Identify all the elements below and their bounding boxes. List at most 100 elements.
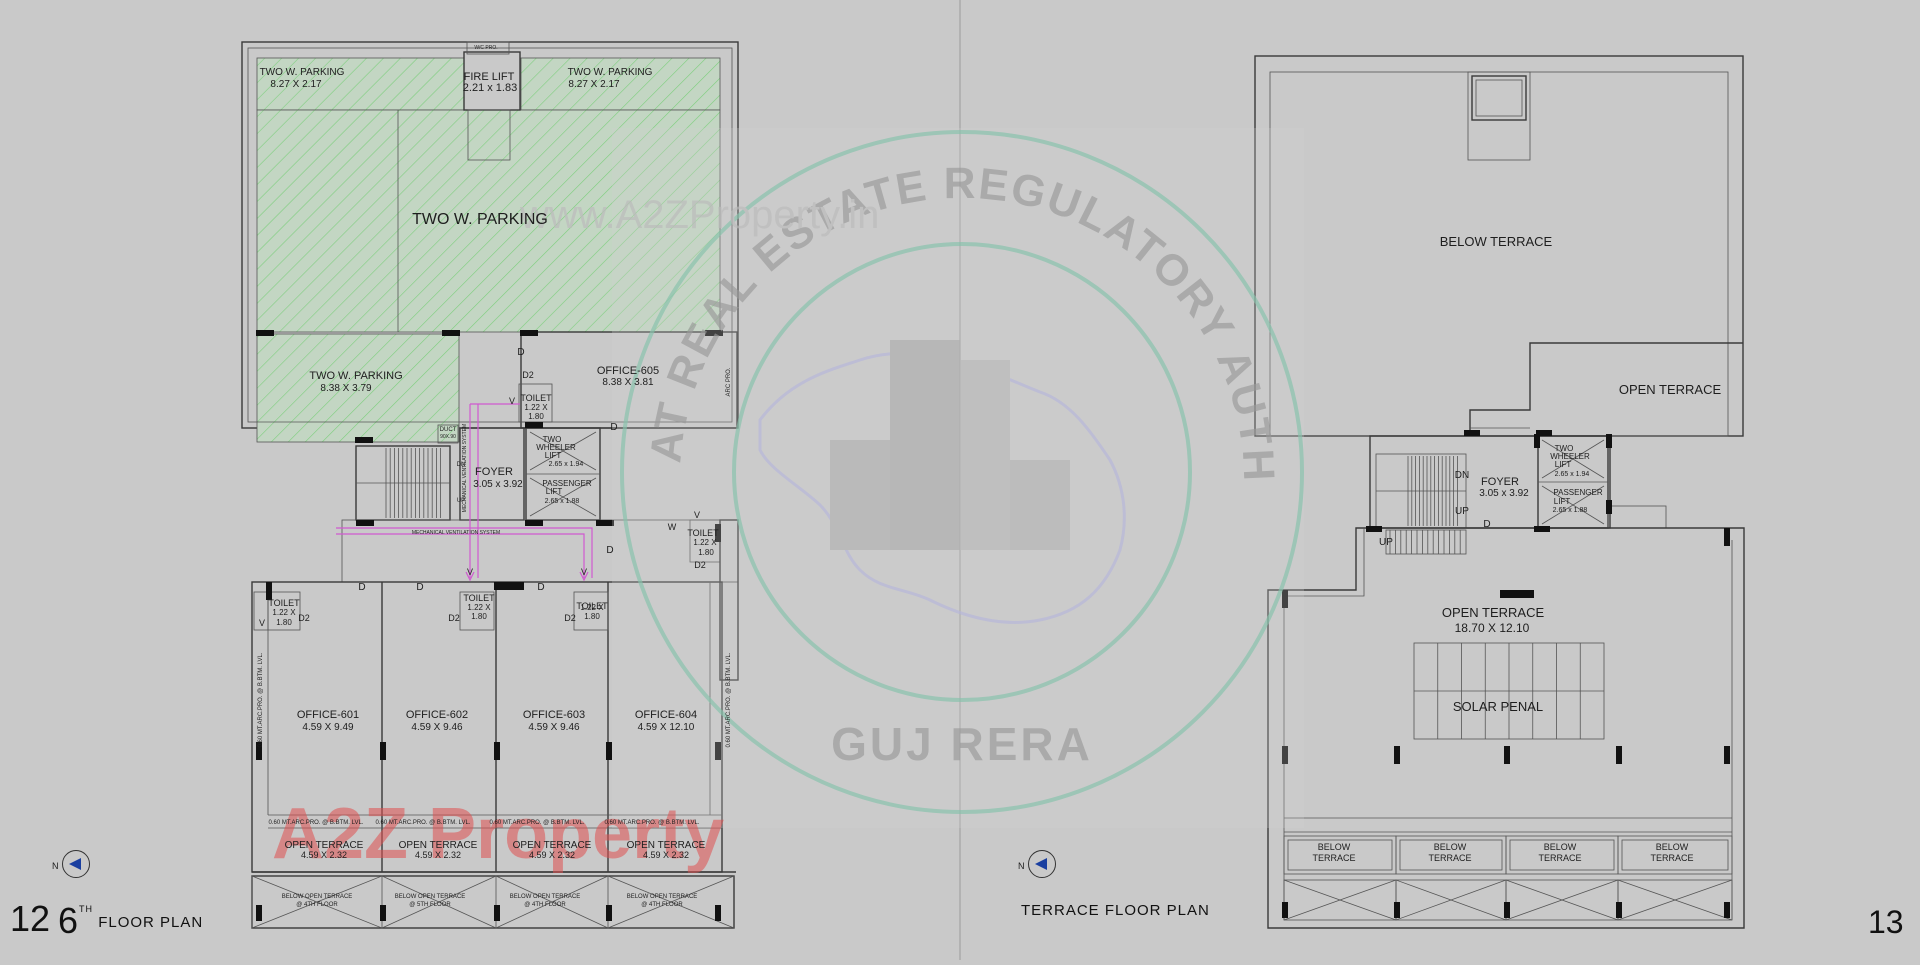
- toilet-602-dims-b: 1.80: [471, 612, 487, 621]
- door2-marker: D2: [522, 370, 534, 380]
- door2-marker: D2: [448, 613, 460, 623]
- mech-vent-horizontal: MECHANICAL VENTILATION SYSTEM: [412, 530, 500, 536]
- seal-inner-ring: [732, 242, 1192, 702]
- parking-top-right-area: [520, 57, 721, 111]
- office-name: OFFICE-603: [523, 709, 585, 721]
- below-open-terrace-line2: @ 4TH FLOOR: [641, 902, 683, 908]
- toilet-right-dims-a: 1.22 X: [693, 538, 717, 547]
- open-terrace-outline: [1267, 527, 1745, 929]
- page-number-right: 13: [1868, 904, 1904, 940]
- toilet-601-dims-a: 1.22 X: [272, 608, 296, 617]
- parking-top-left-name: TWO W. PARKING: [260, 67, 345, 78]
- page-number-left: 12: [10, 898, 51, 939]
- open-terrace-name: OPEN TERRACE: [399, 840, 478, 851]
- floor-ordinal-suffix: TH: [79, 904, 94, 914]
- below-terrace-small-1: BELOW: [1318, 842, 1351, 852]
- terrace-lift-b: WHEELER: [1550, 452, 1590, 461]
- terrace-floor-plan: [1254, 55, 1745, 929]
- toilet-right-dims-b: 1.80: [698, 548, 714, 557]
- plan-title-right: TERRACE FLOOR PLAN: [1021, 902, 1210, 919]
- solar-panel-array: [1413, 642, 1605, 740]
- open-terrace-name: OPEN TERRACE: [513, 840, 592, 851]
- toilet-601-dims-b: 1.80: [276, 618, 292, 627]
- door-marker: D: [537, 582, 544, 593]
- below-open-terrace-line2: @ 4TH FLOOR: [296, 902, 338, 908]
- two-wheeler-lift-b: WHEELER: [536, 443, 576, 452]
- terrace-dn: DN: [1455, 470, 1469, 481]
- seal-building-right: [1010, 460, 1070, 550]
- dn-marker: DN: [457, 462, 466, 468]
- toilet-601-name: TOILET: [268, 598, 300, 608]
- north-arrow-right: N: [1018, 850, 1058, 880]
- seal-outer-ring: [620, 130, 1304, 814]
- passenger-lift-dims: 2.65 x 1.88: [545, 498, 580, 505]
- terrace-lift-c: LIFT: [1555, 460, 1572, 469]
- arc-pro-strip-label: 0.60 MT.ARC.PRO. @ B.BTM. LVL.: [375, 820, 470, 826]
- fire-lift-dims: 2.21 x 1.83: [463, 82, 517, 94]
- up-marker: UP: [457, 498, 465, 504]
- open-terrace-upper-name: OPEN TERRACE: [1619, 382, 1722, 397]
- parking-top-left-area: [256, 57, 465, 111]
- foyer-name: FOYER: [475, 466, 513, 478]
- open-terrace-name: OPEN TERRACE: [627, 840, 706, 851]
- below-terrace-small-2: TERRACE: [1650, 853, 1693, 863]
- office-dims: 4.59 X 9.46: [411, 722, 463, 733]
- door-marker: D: [517, 347, 524, 358]
- below-open-terrace-line1: BELOW OPEN TERRACE: [627, 894, 698, 900]
- below-open-terrace-line2: @ 4TH FLOOR: [524, 902, 566, 908]
- office-name: OFFICE-601: [297, 709, 359, 721]
- door-marker: D: [416, 582, 423, 593]
- below-open-terrace-line1: BELOW OPEN TERRACE: [395, 894, 466, 900]
- north-arrow-left: N: [52, 850, 92, 880]
- toilet-right-name: TOILET: [687, 528, 719, 538]
- office-605-room: [520, 331, 738, 429]
- below-terrace-small-1: BELOW: [1434, 842, 1467, 852]
- below-terrace-name: BELOW TERRACE: [1440, 234, 1553, 249]
- top-small-label: W/C PRO.: [474, 45, 497, 51]
- vent-marker: V: [259, 618, 265, 628]
- seal-building-left: [830, 440, 890, 550]
- vent-marker: V: [467, 567, 473, 577]
- floor-ordinal: 6: [58, 900, 80, 941]
- duct-dims: 90X.90: [440, 434, 456, 440]
- toilet-602-dims-a: 1.22 X: [467, 603, 491, 612]
- a2z-logo-watermark: A2Z Property: [272, 794, 724, 874]
- open-terrace-dims: 4.59 X 2.32: [643, 850, 689, 860]
- plan-title-left: 6TH FLOOR PLAN: [58, 900, 203, 942]
- mech-vent-vertical: MECHANICAL VENTILATION SYSTEM: [462, 424, 468, 512]
- toilet-upper-dims-b: 1.80: [528, 412, 544, 421]
- parking-top-right-name: TWO W. PARKING: [568, 67, 653, 78]
- door-marker: D: [358, 582, 365, 593]
- passenger-lift-a: PASSENGER: [542, 479, 591, 488]
- terrace-up-lower: UP: [1379, 537, 1393, 548]
- door2-marker: D2: [298, 613, 310, 623]
- site-watermark-text: www.A2ZProperty.in: [519, 193, 879, 237]
- office-dims: 4.59 X 12.10: [638, 722, 695, 733]
- terrace-lift-dims: 2.65 x 1.94: [1555, 471, 1590, 478]
- arc-pro-side-left: 0.60 MT.ARC.PRO. @ B.BTM. LVL.: [258, 652, 264, 747]
- passenger-lift-b: LIFT: [546, 487, 563, 496]
- open-terrace-main-name: OPEN TERRACE: [1442, 605, 1545, 620]
- below-open-terrace-line2: @ 5TH FLOOR: [409, 902, 451, 908]
- below-terrace-small-2: TERRACE: [1312, 853, 1355, 863]
- office-605-dims: 8.38 X 3.81: [602, 377, 654, 388]
- below-terrace-small-2: TERRACE: [1428, 853, 1471, 863]
- seal-building-tall: [890, 340, 960, 550]
- terrace-passenger-b: LIFT: [1554, 497, 1571, 506]
- toilet-602-name: TOILET: [463, 593, 495, 603]
- parking-main-name: TWO W. PARKING: [412, 211, 548, 228]
- compass-icon: [62, 850, 90, 878]
- fire-lift-name: FIRE LIFT: [464, 71, 515, 83]
- door-marker: D: [610, 422, 617, 433]
- below-open-terrace-line1: BELOW OPEN TERRACE: [510, 894, 581, 900]
- terrace-door: D: [1483, 519, 1490, 530]
- parking-lower-dims: 8.38 X 3.79: [320, 383, 372, 394]
- seal-building-mid: [960, 360, 1010, 550]
- terrace-passenger-dims: 2.65 x 1.88: [1553, 507, 1588, 514]
- open-terrace-main-dims: 18.70 X 12.10: [1455, 621, 1530, 635]
- seal-bottom-text: GUJ RERA: [831, 718, 1093, 770]
- arc-pro-strip-label: 0.60 MT.ARC.PRO. @ B.BTM. LVL.: [489, 820, 584, 826]
- toilet-603-dims-b: 1.80: [584, 612, 600, 621]
- window-marker: W: [668, 522, 677, 532]
